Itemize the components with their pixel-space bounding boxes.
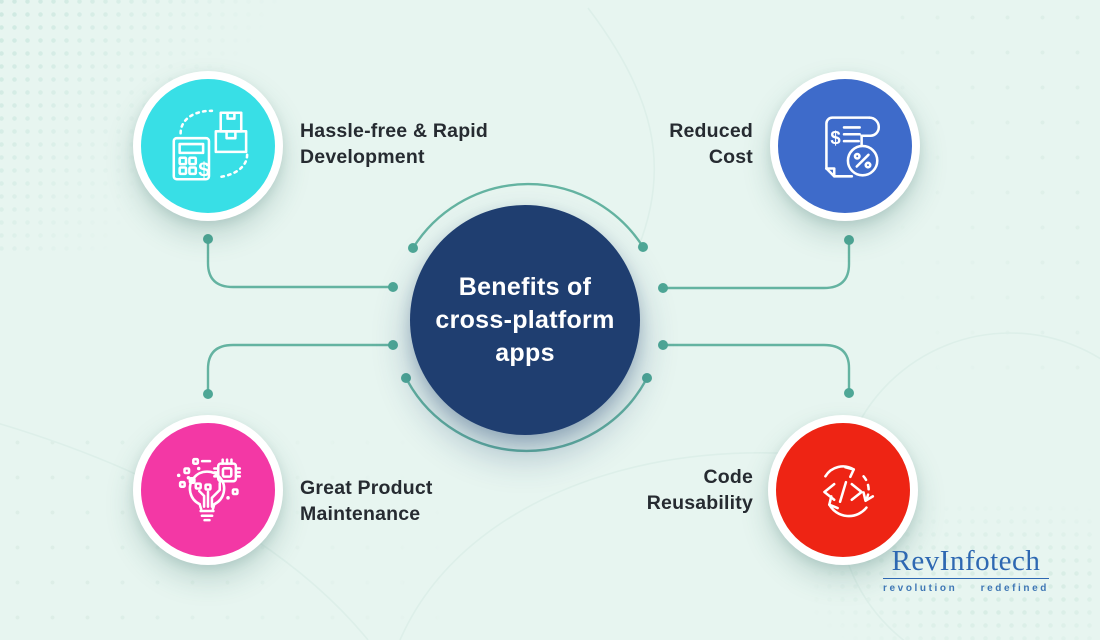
benefit-label-line: Cost bbox=[708, 145, 753, 168]
benefit-label-product-maintenance: Great Product Maintenance bbox=[300, 476, 433, 527]
boxes-sync-icon: $ bbox=[172, 109, 249, 181]
dot-grid-top-right bbox=[885, 0, 1100, 370]
invoice-percent-icon: $ bbox=[825, 116, 881, 178]
svg-text:$: $ bbox=[198, 158, 210, 181]
center-title: Benefits of cross-platform apps bbox=[435, 271, 614, 370]
benefit-label-line: Great Product bbox=[300, 477, 433, 499]
center-title-line: Benefits of bbox=[458, 272, 592, 301]
benefit-label-code-reusability: Code Reusability bbox=[647, 465, 753, 516]
brand-logo: RevInfotech revolution redefined bbox=[883, 546, 1049, 594]
brand-underline bbox=[883, 578, 1049, 579]
brand-name: RevInfotech bbox=[891, 545, 1041, 577]
benefit-label-line: Code bbox=[703, 466, 753, 488]
benefit-label-line: Reduced bbox=[669, 120, 753, 142]
benefit-label-line: Development bbox=[300, 145, 425, 168]
code-reuse-icon bbox=[823, 465, 875, 518]
svg-text:$: $ bbox=[830, 127, 841, 148]
benefit-label-rapid-development: Hassle-free & Rapid Development bbox=[300, 119, 488, 170]
benefit-circle-product-maintenance bbox=[133, 415, 283, 565]
benefit-label-line: Hassle-free & Rapid bbox=[300, 120, 489, 142]
center-title-line: apps bbox=[495, 338, 555, 367]
benefit-label-reduced-cost: Reduced Cost bbox=[669, 119, 753, 170]
brand-tagline-word: redefined bbox=[980, 583, 1049, 594]
benefit-label-line: Reusability bbox=[646, 491, 753, 514]
benefit-circle-code-reusability bbox=[768, 415, 918, 565]
brand-tagline: revolution redefined bbox=[883, 583, 1049, 594]
center-circle: Benefits of cross-platform apps bbox=[410, 205, 640, 435]
benefit-circle-reduced-cost: $ bbox=[770, 71, 920, 221]
center-title-line: cross-platform bbox=[435, 305, 615, 334]
benefit-label-line: Maintenance bbox=[300, 502, 421, 525]
bulb-circuit-icon bbox=[176, 457, 242, 522]
benefit-circle-rapid-development: $ bbox=[133, 71, 283, 221]
brand-tagline-word: revolution bbox=[883, 583, 958, 594]
